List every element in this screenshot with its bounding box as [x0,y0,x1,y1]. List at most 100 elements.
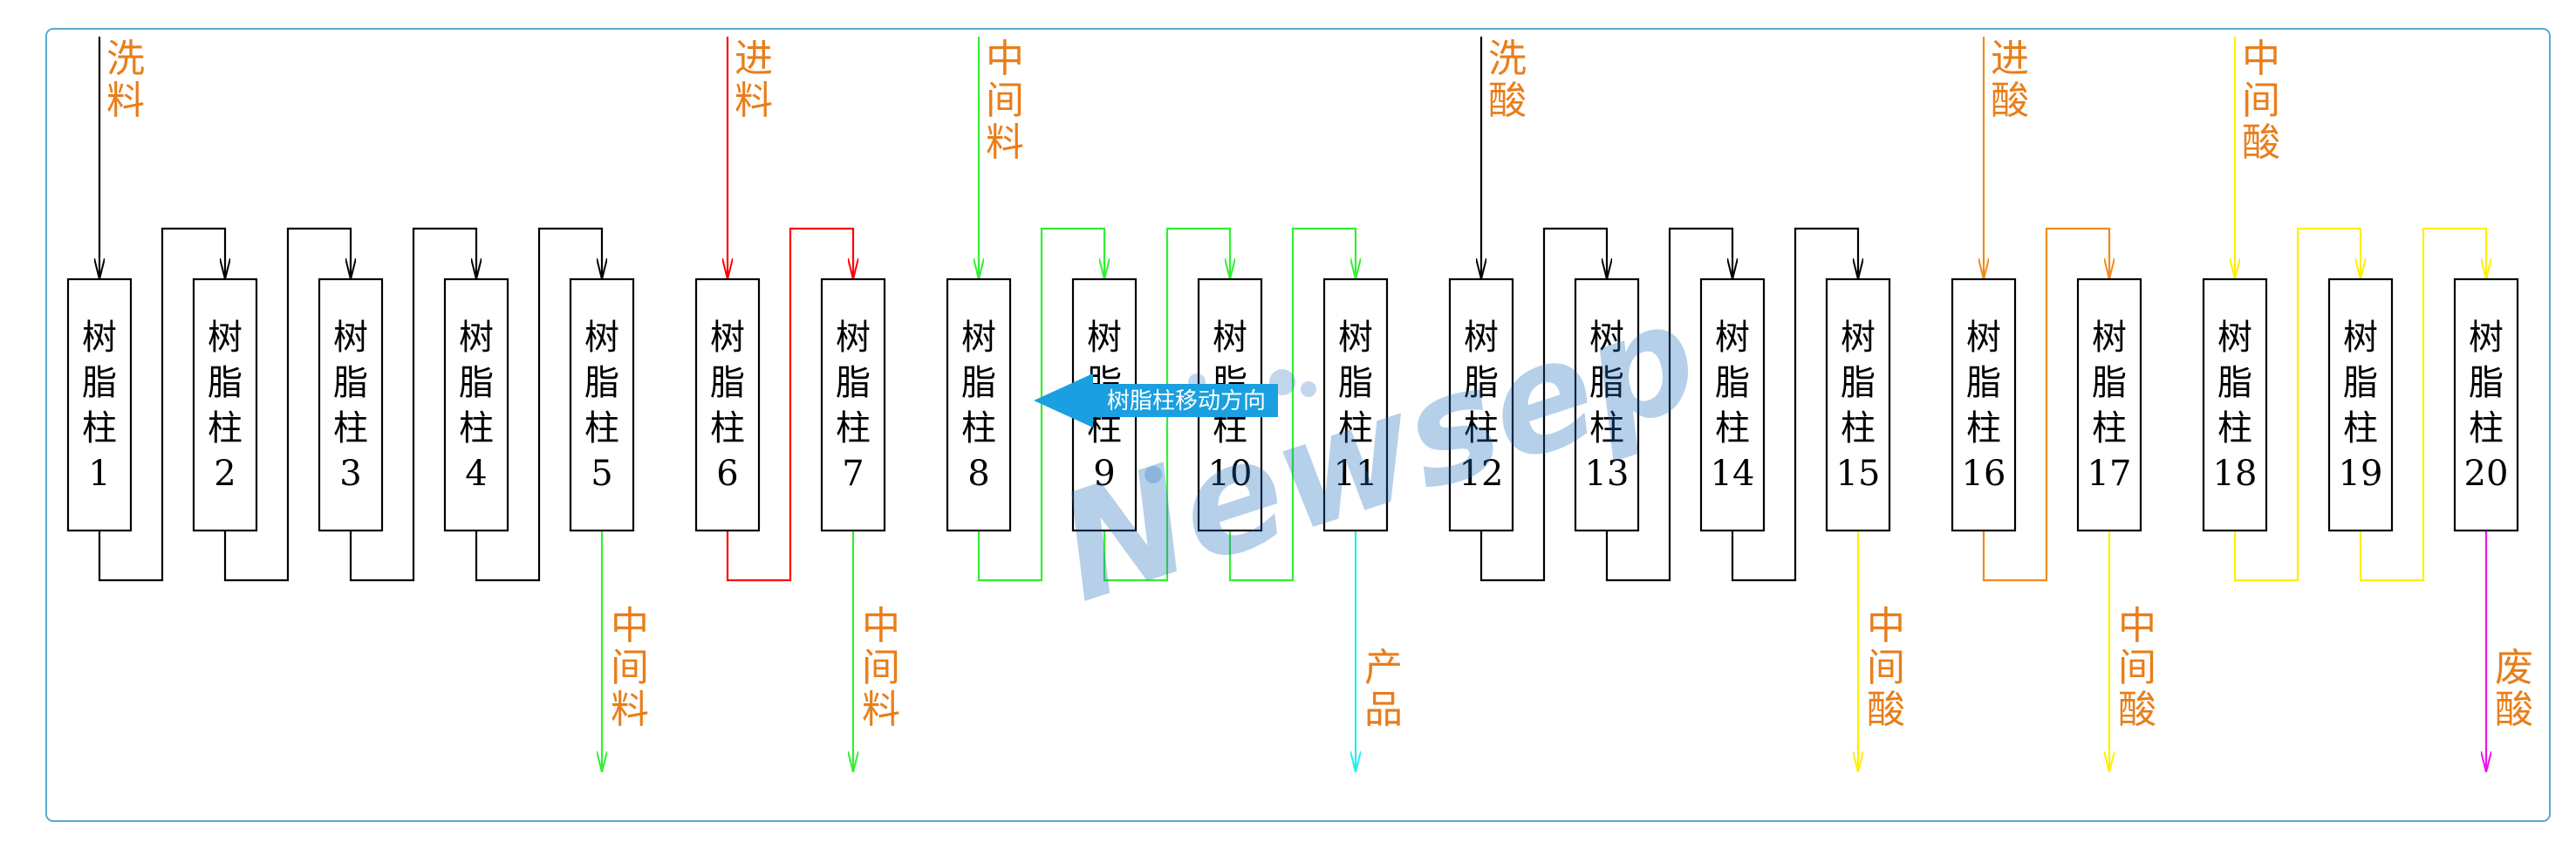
link-1-2 [98,227,225,582]
inlet-label-12: 洗酸 [1488,37,1527,123]
inlet-label-18: 中间酸 [2242,37,2280,165]
column-body [569,277,635,532]
column-body [2327,277,2394,532]
connection-lines [98,227,2486,582]
link-16-17 [1982,227,2109,582]
column-text-char: 脂 [2343,363,2378,403]
column-number: 8 [967,454,989,494]
link-14-15 [1731,227,1858,582]
link-18-19 [2233,227,2361,582]
column-text-char: 柱 [1464,408,1499,448]
direction-arrow: 树脂柱移动方向 [1034,373,1278,428]
column-text-char: 柱 [836,408,871,448]
column-text-char: 柱 [1338,408,1373,448]
column-number: 13 [1585,454,1630,494]
column-text-char: 树 [2217,318,2252,358]
column-text-char: 树 [1464,318,1499,358]
column-text-char: 脂 [836,363,871,403]
column-number: 15 [1836,454,1881,494]
column-text-char: 脂 [961,363,996,403]
column-number: 12 [1459,454,1504,494]
diagram-frame [45,28,2551,822]
link-19-20 [2359,227,2486,582]
link-2-3 [223,227,351,582]
link-13-14 [1605,227,1732,582]
column-text-char: 树 [1213,318,1247,358]
column-text-char: 树 [333,318,368,358]
inlet-label-8: 中间料 [986,37,1024,165]
column-number: 11 [1334,454,1378,494]
column-body [318,277,384,532]
column-body [1448,277,1514,532]
column-text-char: 树 [710,318,745,358]
column-number: 6 [716,454,738,494]
column-text-char: 树 [82,318,117,358]
inlet-label-16: 进酸 [1991,37,2029,123]
column-number: 2 [214,454,236,494]
column-text-char: 树 [1589,318,1624,358]
column-number: 17 [2087,454,2132,494]
column-body [2202,277,2268,532]
column-body [1322,277,1389,532]
column-body [1699,277,1766,532]
inlet-label-1: 洗料 [106,37,145,123]
watermark-dot [1301,381,1316,397]
column-text-char: 脂 [208,363,243,403]
column-number: 5 [591,454,612,494]
column-text-char: 脂 [2217,363,2252,403]
column-body [443,277,509,532]
column-text-char: 柱 [1589,408,1624,448]
column-body [192,277,258,532]
column-text-char: 脂 [459,363,494,403]
column-text-char: 柱 [459,408,494,448]
column-text-char: 树 [2343,318,2378,358]
column-text-char: 树 [584,318,619,358]
column-text-char: 脂 [1966,363,2001,403]
column-text-char: 柱 [208,408,243,448]
outlet-label-5: 中间料 [611,604,649,732]
column-body [820,277,886,532]
column-number: 20 [2464,454,2509,494]
inlet-label-6: 进料 [735,37,773,123]
column-number: 10 [1208,454,1253,494]
link-6-7 [726,227,853,582]
column-text-char: 脂 [82,363,117,403]
column-text-char: 柱 [584,408,619,448]
column-body [2453,277,2519,532]
column-body [66,277,133,532]
direction-arrow-label: 树脂柱移动方向 [1107,388,1266,414]
column-text-char: 脂 [1715,363,1750,403]
column-number: 18 [2213,454,2258,494]
column-text-char: 柱 [961,408,996,448]
column-text-char: 脂 [2092,363,2127,403]
outlet-label-20: 废酸 [2495,646,2533,732]
column-text-char: 树 [836,318,871,358]
column-text-char: 柱 [1715,408,1750,448]
column-number: 9 [1093,454,1115,494]
column-text-char: 树 [1841,318,1876,358]
column-body [1951,277,2017,532]
column-text-char: 树 [1338,318,1373,358]
column-number: 3 [339,454,361,494]
column-number: 4 [465,454,487,494]
column-text-char: 柱 [1966,408,2001,448]
link-4-5 [475,227,602,582]
column-number: 7 [842,454,864,494]
column-text-char: 柱 [2092,408,2127,448]
column-body [2076,277,2142,532]
direction-arrow-shape [1034,373,1278,428]
column-text-char: 树 [2469,318,2504,358]
